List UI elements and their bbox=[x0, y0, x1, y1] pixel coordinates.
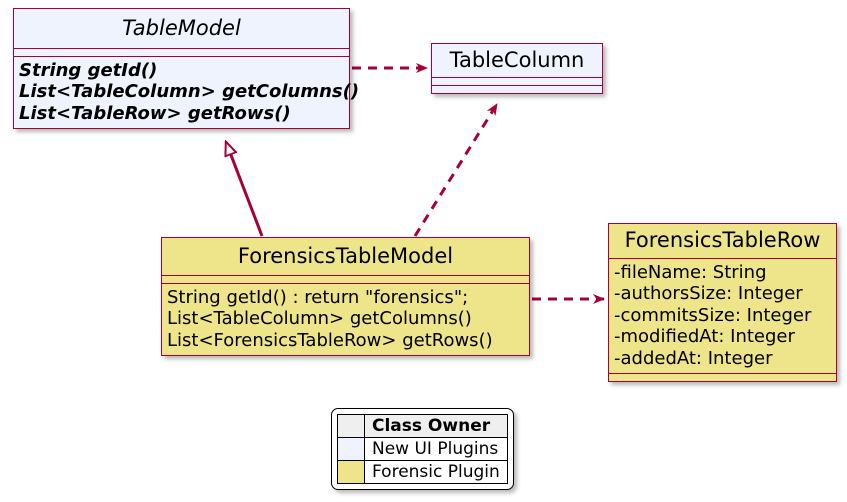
class-separator bbox=[609, 258, 836, 259]
class-method: List<TableColumn> getColumns() bbox=[167, 308, 472, 330]
class-box-forensics-table-row[interactable]: ForensicsTableRow -fileName: String -aut… bbox=[608, 223, 837, 383]
class-title-forensics-table-model: ForensicsTableModel bbox=[237, 244, 454, 268]
class-methods-table-model: String getId() List<TableColumn> getColu… bbox=[14, 57, 360, 128]
class-attribute: -modifiedAt: Integer bbox=[614, 326, 795, 348]
class-separator bbox=[162, 283, 529, 284]
class-attribute: -addedAt: Integer bbox=[614, 347, 773, 369]
class-attribute: -fileName: String bbox=[614, 262, 767, 283]
class-separator bbox=[432, 85, 602, 86]
class-method: String getId() : return "forensics"; bbox=[167, 287, 469, 308]
class-method: List<TableColumn> getColumns() bbox=[19, 81, 360, 103]
legend-header-label: Class Owner bbox=[364, 414, 508, 438]
class-empty-compartment bbox=[162, 276, 529, 283]
class-method: String getId() bbox=[19, 60, 158, 81]
class-separator bbox=[609, 373, 836, 375]
class-separator bbox=[14, 48, 349, 49]
class-box-table-column[interactable]: TableColumn bbox=[431, 43, 603, 94]
class-separator bbox=[14, 56, 349, 57]
class-box-table-model[interactable]: TableModel String getId() List<TableColu… bbox=[13, 8, 360, 130]
class-methods-forensics-table-model: String getId() : return "forensics"; Lis… bbox=[162, 284, 529, 355]
class-title-forensics-table-row: ForensicsTableRow bbox=[624, 228, 821, 252]
legend-row: New UI Plugins bbox=[337, 437, 508, 461]
legend-swatch-forensic-plugin bbox=[337, 460, 365, 484]
legend-swatch-new-ui-plugins bbox=[337, 437, 365, 461]
class-attributes-forensics-table-row: -fileName: String -authorsSize: Integer … bbox=[609, 259, 836, 373]
class-empty-attributes bbox=[432, 78, 602, 85]
class-attribute: -authorsSize: Integer bbox=[614, 283, 803, 305]
legend-row: Forensic Plugin bbox=[337, 460, 508, 484]
class-attribute: -commitsSize: Integer bbox=[614, 304, 812, 326]
legend-label-forensic-plugin: Forensic Plugin bbox=[364, 460, 508, 484]
class-empty-compartment bbox=[14, 49, 349, 56]
class-title-table-column: TableColumn bbox=[449, 48, 585, 72]
class-separator bbox=[432, 77, 602, 78]
connector-forensicstablemodel-to-tablecolumn bbox=[413, 103, 499, 237]
legend-header-swatch bbox=[337, 414, 365, 438]
class-method: List<ForensicsTableRow> getRows() bbox=[167, 329, 493, 351]
legend-label-new-ui-plugins: New UI Plugins bbox=[364, 437, 508, 461]
class-empty-methods bbox=[609, 374, 836, 381]
class-title-table-model: TableModel bbox=[122, 16, 241, 40]
class-separator bbox=[162, 275, 529, 276]
class-box-forensics-table-model[interactable]: ForensicsTableModel String getId() : ret… bbox=[161, 237, 530, 357]
class-method: List<TableRow> getRows() bbox=[19, 102, 291, 124]
legend: Class Owner New UI Plugins Forensic Plug… bbox=[331, 408, 514, 490]
legend-header-row: Class Owner bbox=[337, 414, 508, 438]
connector-forensicstablemodel-to-tablemodel bbox=[226, 142, 264, 237]
legend-table: Class Owner New UI Plugins Forensic Plug… bbox=[337, 414, 508, 484]
class-empty-methods bbox=[432, 86, 602, 93]
